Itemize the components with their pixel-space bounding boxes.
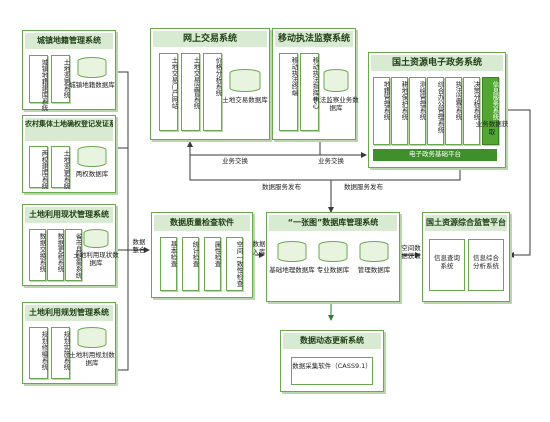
trade-title: 网上交易系统	[153, 31, 267, 47]
label-data-integration: 数据整合	[132, 238, 146, 254]
planning-db-label: 土地利用规划数据库	[69, 351, 115, 367]
urban-db-label: 城镇地籍数据库	[69, 81, 115, 89]
rural-title: 农村集体土地确权登记发证系统	[25, 118, 113, 141]
qc-box-3: 属性检查	[204, 237, 221, 291]
rural-db-label: 两权数据库	[75, 170, 109, 178]
platform-title: 国土资源综合监管平台	[425, 215, 507, 231]
onemap-db-1-icon: 基础地理数据库	[269, 241, 315, 274]
urban-box-2: 土地变更系统	[51, 55, 70, 103]
egov-box-3: 测绘管理系统	[409, 77, 426, 145]
planning-title: 土地利用规划管理系统	[25, 305, 113, 321]
label-data-storage: 数据入库	[252, 240, 266, 256]
qc-title: 数据质量检查软件	[154, 215, 250, 231]
egov-title: 国土资源电子政务系统	[371, 55, 503, 71]
egov-box-2: 耕地保护系统	[391, 77, 408, 145]
label-exchange-right: 业务交换	[318, 157, 344, 165]
trade-box-3: 价格分析系统	[203, 53, 222, 131]
label-exchange-left: 业务交换	[222, 157, 248, 165]
quality-check-panel: 数据质量检查软件 基本检查 统计检查 属性检查 空间一致性检查	[151, 212, 253, 298]
onemap-db-2-label: 专业数据库	[316, 266, 350, 274]
planning-box-1: 规划修编系统	[29, 327, 48, 379]
trade-box-1: 土地交易门户网站	[159, 53, 178, 131]
landuse-panel: 土地利用现状管理系统 数据交换系统 数据更新系统 省市县档案系统 土地利用现状数…	[22, 204, 119, 286]
mobile-enforcement-panel: 移动执法监察系统 移动执法终端 移动执法指挥中心 执法监察业务数据库	[272, 28, 359, 140]
qc-box-1: 基本检查	[160, 237, 177, 291]
enforce-box-2: 移动执法指挥中心	[300, 53, 319, 131]
landuse-box-3: 省市县档案系统	[65, 229, 82, 281]
egov-box-6: 决策分析系统	[463, 77, 480, 145]
egov-foundation-bar: 电子政务基础平台	[373, 149, 497, 161]
onemap-db-1-label: 基础地理数据库	[269, 266, 315, 274]
landuse-box-1: 数据交换系统	[29, 229, 46, 281]
onemap-title: “一张图”数据库管理系统	[269, 215, 397, 231]
enforce-box-1: 移动执法终端	[279, 53, 298, 131]
left-collector-line	[114, 71, 129, 371]
dynamic-update-panel: 数据动态更新系统 数据采集软件（CASS9.1）	[280, 330, 384, 392]
enforce-db-label: 执法监察业务数据库	[313, 96, 359, 112]
landuse-box-2: 数据更新系统	[47, 229, 64, 281]
trade-box-2: 土地交易监管系统	[181, 53, 200, 131]
enforce-db-icon: 执法监察业务数据库	[313, 69, 359, 112]
urban-box-1: 城镇地籍建库系统	[29, 55, 48, 111]
rural-registration-panel: 农村集体土地确权登记发证系统 两权建库系统 土地变更系统 两权数据库	[22, 115, 116, 193]
onemap-db-3-icon: 管理数据库	[358, 241, 390, 274]
rural-db-icon: 两权数据库	[76, 146, 108, 178]
label-business-fetch: 业务数据获取	[475, 120, 509, 136]
egov-box-1: 地籍管理系统	[373, 77, 390, 145]
online-trade-panel: 网上交易系统 土地交易门户网站 土地交易监管系统 价格分析系统 土地交易数据库	[150, 28, 270, 140]
landuse-db-label: 土地利用现状数据库	[73, 251, 119, 267]
landuse-title: 土地利用现状管理系统	[25, 207, 113, 223]
trade-db-icon: 土地交易数据库	[222, 69, 268, 104]
rural-box-2: 土地变更系统	[51, 146, 70, 189]
platform-box-1: 信息查询系统	[429, 239, 465, 291]
egov-box-7: 信息服务系统	[482, 77, 499, 145]
landuse-db-icon: 土地利用现状数据库	[73, 229, 119, 267]
onemap-panel: “一张图”数据库管理系统 基础地理数据库 专业数据库 管理数据库	[266, 212, 400, 302]
platform-box-2: 信息综合分析系统	[468, 239, 504, 291]
urban-title: 城镇地籍管理系统	[25, 33, 113, 49]
egov-box-5: 执法监察系统	[445, 77, 462, 145]
planning-box-2: 规划实施系统	[51, 327, 70, 379]
qc-box-4: 空间一致性检查	[226, 237, 243, 291]
planning-panel: 土地利用规划管理系统 规划修编系统 规划实施系统 土地利用规划数据库	[22, 302, 116, 384]
data-collection-label: 数据采集软件（CASS9.1）	[292, 362, 372, 370]
urban-db-icon: 城镇地籍数据库	[69, 57, 115, 89]
onemap-db-2-icon: 专业数据库	[317, 241, 349, 274]
onemap-db-3-label: 管理数据库	[357, 266, 391, 274]
data-collection-box: 数据采集软件（CASS9.1）	[291, 357, 373, 385]
qc-box-2: 统计检查	[182, 237, 199, 291]
enforce-title: 移动执法监察系统	[275, 31, 353, 47]
label-publish-left: 数据服务发布	[262, 183, 301, 191]
supervision-platform-panel: 国土资源综合监管平台 信息查询系统 信息综合分析系统	[422, 212, 510, 302]
trade-db-label: 土地交易数据库	[222, 96, 268, 104]
egov-box-4: 综合办公管理系统	[427, 77, 444, 145]
rural-box-1: 两权建库系统	[29, 146, 48, 189]
egov-panel: 国土资源电子政务系统 地籍管理系统 耕地保护系统 测绘管理系统 综合办公管理系统…	[368, 52, 506, 168]
label-publish-right: 数据服务发布	[344, 183, 383, 191]
planning-db-icon: 土地利用规划数据库	[69, 327, 115, 367]
urban-cadastre-panel: 城镇地籍管理系统 城镇地籍建库系统 土地变更系统 城镇地籍数据库	[22, 30, 116, 111]
update-title: 数据动态更新系统	[283, 333, 381, 349]
label-spatial-fetch: 空间数据获取	[401, 244, 421, 260]
